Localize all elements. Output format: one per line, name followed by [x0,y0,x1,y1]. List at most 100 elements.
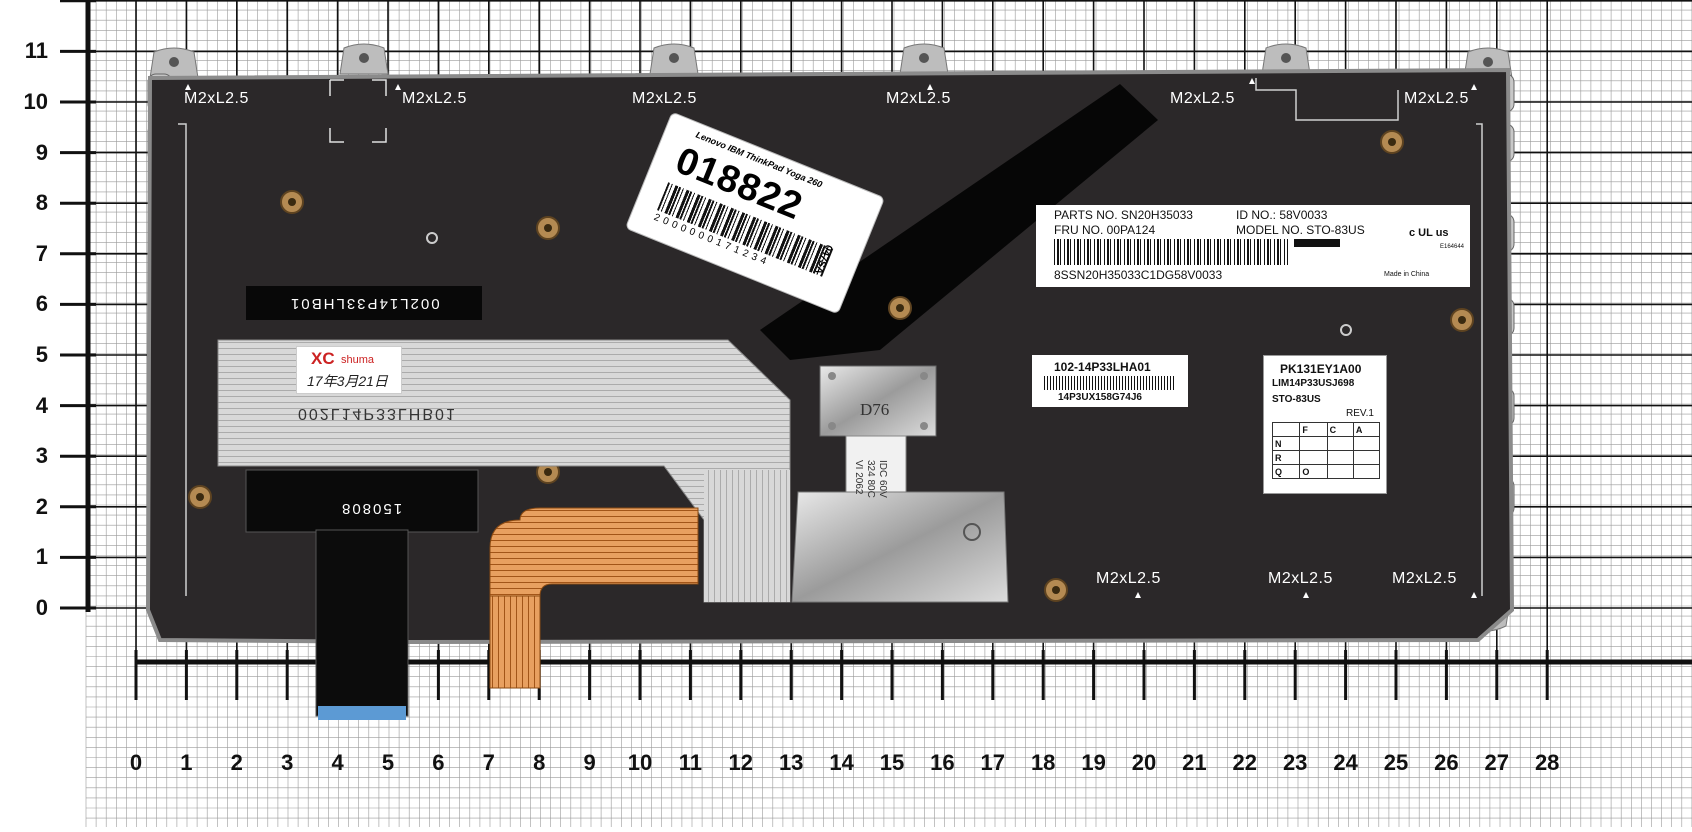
screw-hole [1388,138,1396,146]
rev-number: REV.1 [1346,408,1374,419]
flex-print-3: VI 2062 [853,460,864,495]
serial-no: 8SSN20H35033C1DG58V0033 [1054,268,1223,282]
part-number-label: PARTS NO. SN20H35033 ID NO.: 58V0033 FRU… [1036,205,1470,287]
flex-print: IDC 60V 324 80C VI 2062 [848,460,908,514]
screw-hole [544,468,552,476]
screw-spec-label: M2xL2.5 [1268,570,1333,587]
screw-arrow-icon [1303,592,1309,598]
copper-flex-tail [489,595,541,689]
x-ruler-label: 28 [1534,750,1560,775]
xc-brand: XC [311,349,335,368]
y-ruler-label: 10 [23,89,48,114]
rev-row-o: O [1299,464,1328,479]
corner-marks [329,79,387,143]
screw-arrow-icon [1249,78,1255,84]
y-ruler-label: 0 [35,595,48,620]
x-ruler-label: 21 [1182,750,1207,775]
label-barcode-icon [1054,239,1288,265]
tab-hole [669,53,679,63]
x-ruler-label: 13 [778,750,804,775]
x-ruler-label: 26 [1434,750,1459,775]
rev-line3: STO-83US [1272,394,1321,405]
fru-no: FRU NO. 00PA124 [1054,223,1156,237]
small-label-barcode-icon [1044,376,1176,390]
rev-col-f: F [1299,422,1328,437]
x-ruler-label: 9 [583,750,596,775]
black-tape [760,84,1158,360]
x-ruler-label: 14 [829,750,854,775]
revision-label: PK131EY1A00 LIM14P33USJ698 STO-83US REV.… [1263,355,1387,494]
screw-hole [1458,316,1466,324]
x-ruler-label: 23 [1282,750,1308,775]
ribbon-cable-tail [704,470,790,602]
ul-cert-mark: c UL us [1409,227,1449,239]
x-ruler-label: 7 [482,750,495,775]
x-ruler-label: 16 [930,750,955,775]
rev-row-q: Q [1271,464,1301,479]
tab-hole [919,53,929,63]
x-ruler-label: 8 [533,750,546,775]
rev-line2: LIM14P33USJ698 [1272,378,1355,389]
parts-no: PARTS NO. SN20H35033 [1054,208,1193,222]
x-ruler-label: 4 [331,750,344,775]
screw-hole [896,304,904,312]
y-ruler-label: 7 [35,240,48,266]
rev-col-c: C [1326,422,1354,437]
xc-date-sticker: XC shuma 17年3月21日 [296,346,402,394]
foil-hole [963,523,981,541]
trim-line [178,123,187,596]
shield-rivet [828,422,836,430]
ul-cert-code: E164644 [1440,244,1465,250]
x-ruler-label: 18 [1030,750,1056,775]
small-label-line1: 102-14P33LHA01 [1054,360,1151,374]
rivet-icon [1340,324,1352,336]
screw-spec-label: M2xL2.5 [1170,90,1235,107]
screw-hole [288,198,296,206]
screw-spec-label: M2xL2.5 [632,90,697,107]
flex-print-1: IDC 60V [877,460,888,498]
screw-arrow-icon [395,84,401,90]
ribbon-bottom-label: 150808 [339,500,403,517]
label-barcode-2-icon [1294,239,1340,247]
screw-hole [1052,586,1060,594]
ribbon-label-mirrored: 002L14P33LHB01 [298,405,457,422]
x-ruler-label: 5 [381,750,395,775]
xc-date: 17年3月21日 [307,373,388,389]
screw-hole [544,224,552,232]
foil-shield [791,491,1009,603]
ribbon-label-base [246,286,482,320]
x-ruler-label: 0 [129,750,143,775]
screw-spec-label: M2xL2.5 [402,90,467,107]
screw-hole [196,493,204,501]
model-no: MODEL NO. STO-83US [1236,223,1365,237]
x-ruler-label: 6 [432,750,445,775]
y-ruler-label: 5 [35,342,48,367]
screw-spec-label: M2xL2.5 [1404,90,1469,107]
y-ruler-label: 1 [35,544,48,570]
ribbon-contact-strip [318,706,406,720]
screw-spec-label: M2xL2.5 [184,90,249,107]
x-ruler-label: 10 [627,750,653,775]
screw-arrow-icon [927,84,933,90]
screw-arrow-icon [1135,592,1141,598]
x-ruler-label: 24 [1333,750,1358,775]
small-part-label: 102-14P33LHA01 14P3UX158G74J6 [1032,355,1188,407]
shield-rivet [828,372,836,380]
y-ruler-label: 8 [35,190,48,216]
screw-arrow-icon [1471,84,1477,90]
y-ruler-label: 9 [35,139,48,165]
y-ruler-label: 6 [35,291,48,317]
y-ruler-label: 3 [35,443,48,469]
y-ruler-label: 4 [35,392,48,418]
y-ruler-label: 11 [24,38,48,64]
tab-hole [169,57,179,67]
tab-hole [359,53,369,63]
screw-arrow-icon [185,84,191,90]
x-ruler-label: 3 [281,750,294,775]
x-ruler-label: 12 [728,750,754,775]
tab-hole [1483,57,1493,67]
x-ruler-label: 2 [230,750,243,775]
chip-label: D76 [860,400,890,419]
